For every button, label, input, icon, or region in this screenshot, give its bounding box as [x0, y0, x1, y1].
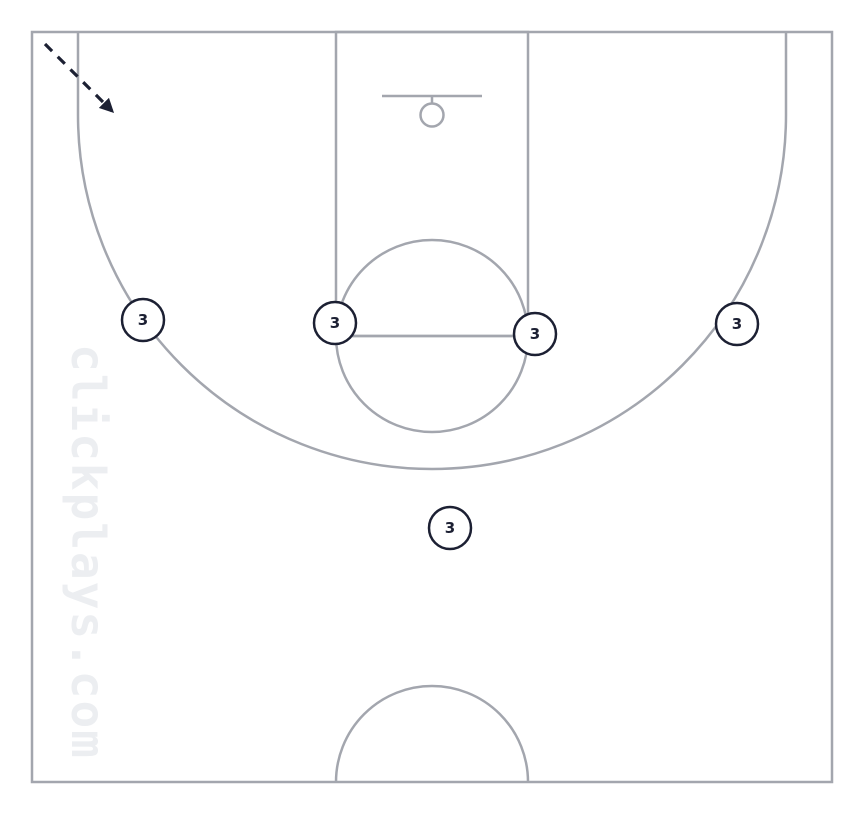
- player-circle: [312, 300, 358, 346]
- court-lines: [30, 30, 834, 784]
- player-label: 3: [138, 311, 148, 329]
- players: 3 3 3 3 3: [120, 297, 760, 551]
- player-circle: [120, 297, 166, 343]
- player-marker[interactable]: 3: [714, 301, 760, 347]
- movement-lines: [43, 42, 115, 114]
- paint-lane: [334, 30, 530, 338]
- player-label: 3: [445, 519, 455, 537]
- center-circle-half: [334, 684, 530, 783]
- player-label: 3: [330, 314, 340, 332]
- watermark-text: clickplays.com: [61, 344, 115, 760]
- player-marker[interactable]: 3: [427, 505, 473, 551]
- player-marker[interactable]: 3: [312, 300, 358, 346]
- basket-rim: [419, 102, 445, 128]
- three-point-arc: [76, 32, 788, 471]
- player-marker[interactable]: 3: [120, 297, 166, 343]
- player-label: 3: [732, 315, 742, 333]
- player-circle: [427, 505, 473, 551]
- player-label: 3: [530, 325, 540, 343]
- dashed-cut-arrow: [43, 42, 115, 114]
- court-boundary: [30, 30, 834, 784]
- player-circle: [512, 311, 558, 357]
- player-marker[interactable]: 3: [512, 311, 558, 357]
- player-circle: [714, 301, 760, 347]
